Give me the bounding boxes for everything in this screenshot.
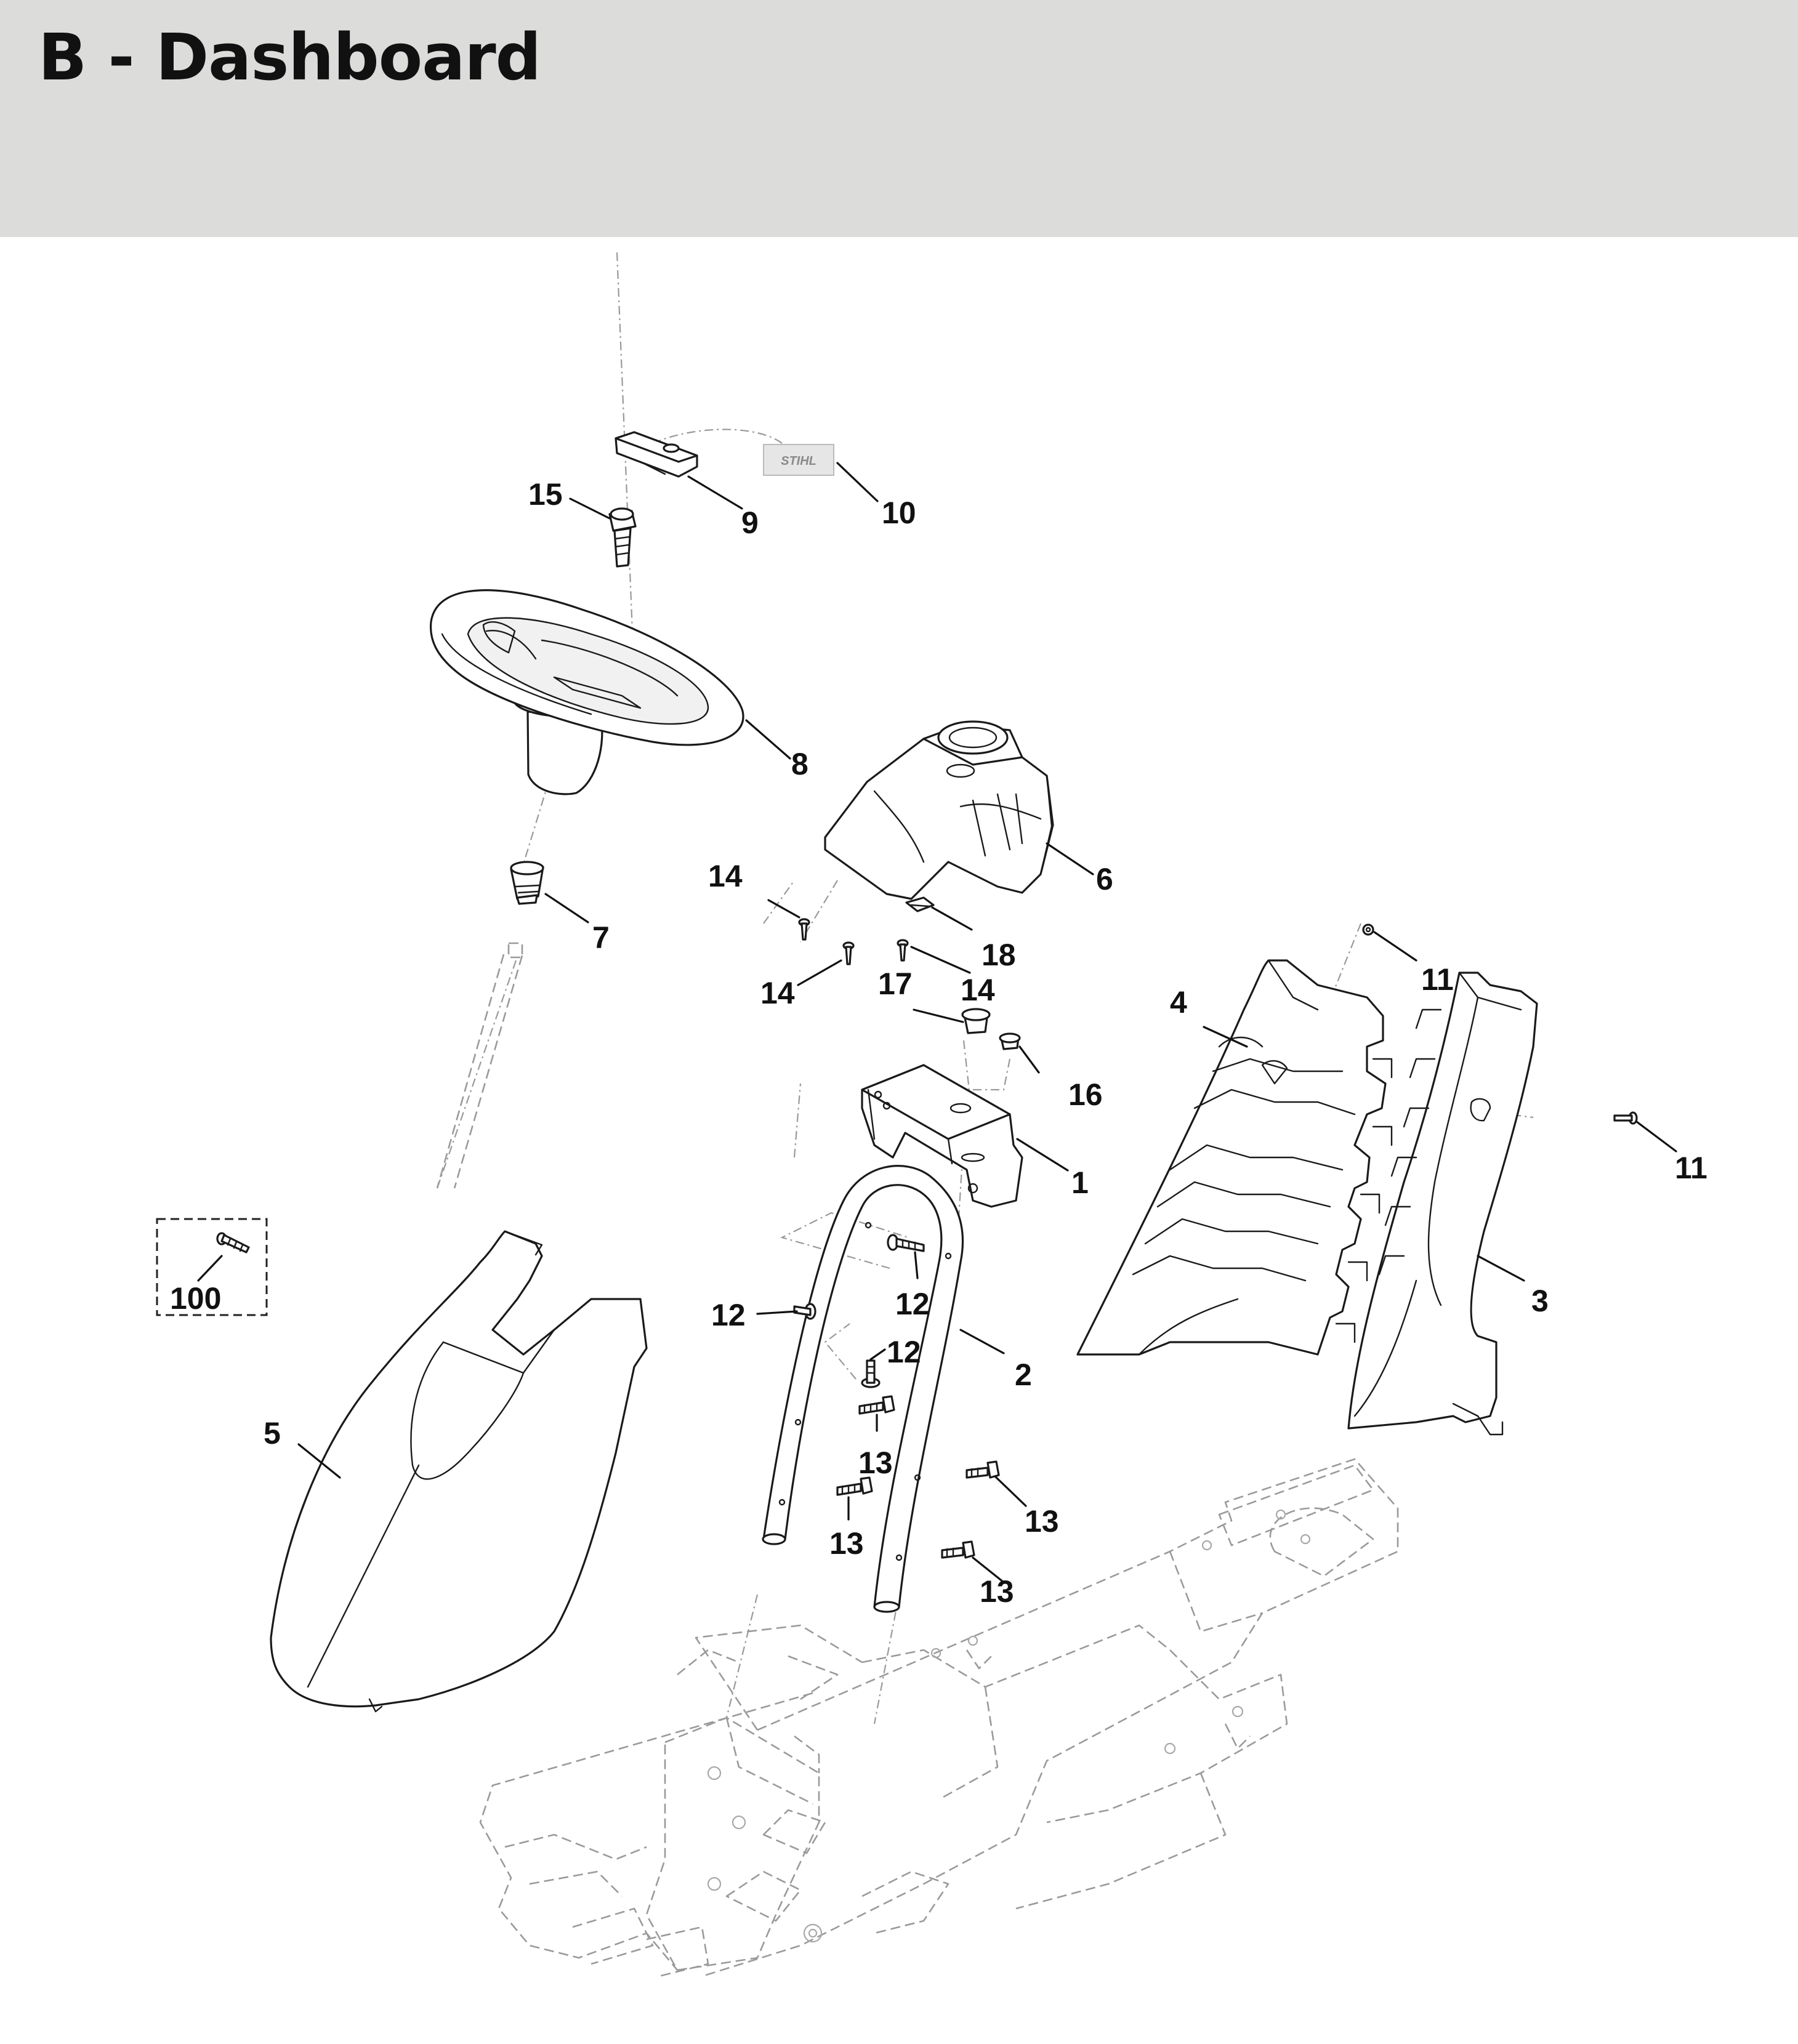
callout-8: 8 <box>791 747 808 781</box>
bolt-13-c <box>966 1460 1000 1479</box>
steering-support-tube <box>762 1165 964 1613</box>
callout-13b: 13 <box>829 1526 864 1561</box>
callout-100: 100 <box>170 1281 221 1316</box>
bolt-12-c <box>861 1359 881 1388</box>
kit-box <box>156 1218 268 1316</box>
callout-2: 2 <box>1015 1358 1032 1392</box>
callout-16: 16 <box>1068 1077 1103 1112</box>
callout-13a: 13 <box>858 1446 893 1480</box>
steering-bushing <box>510 861 544 905</box>
stihl-decal: STIHL <box>763 444 834 476</box>
callout-11a: 11 <box>1421 962 1454 997</box>
callout-14a: 14 <box>708 859 743 893</box>
callout-9: 9 <box>741 505 759 540</box>
callout-12b: 12 <box>895 1287 930 1321</box>
wheel-bolt <box>608 507 637 568</box>
callout-13c: 13 <box>1025 1504 1059 1539</box>
screw-14-a <box>798 918 810 941</box>
callout-15: 15 <box>528 477 563 512</box>
header-bar: B - Dashboard <box>0 0 1798 237</box>
screw-14-c <box>897 939 909 962</box>
callout-11b: 11 <box>1675 1151 1707 1185</box>
callout-14c: 14 <box>961 973 995 1007</box>
callout-18: 18 <box>982 938 1016 972</box>
steering-wheel-cap <box>615 431 698 478</box>
callout-7: 7 <box>592 920 610 955</box>
right-side-panel <box>1347 972 1538 1436</box>
callout-17: 17 <box>878 967 913 1001</box>
callout-13d: 13 <box>980 1574 1014 1609</box>
screw-14-b <box>842 941 855 965</box>
callout-3: 3 <box>1531 1284 1549 1318</box>
callout-6: 6 <box>1096 862 1113 896</box>
steering-column-bracket <box>861 1064 1023 1208</box>
callout-1: 1 <box>1071 1165 1089 1200</box>
leader-lines <box>197 462 1677 1583</box>
left-side-panel <box>1076 959 1393 1356</box>
callout-14b: 14 <box>760 976 795 1010</box>
bolt-12-a <box>887 1234 925 1252</box>
bolt-13-b <box>836 1476 873 1496</box>
callout-12a: 12 <box>711 1298 746 1332</box>
bolt-13-d <box>941 1540 975 1559</box>
page-title: B - Dashboard <box>38 20 541 95</box>
screw-11-a <box>1362 923 1374 936</box>
bushing-17 <box>961 1008 991 1034</box>
steering-shaft <box>436 942 523 1189</box>
chassis-frame <box>479 1458 1399 1978</box>
callout-10: 10 <box>882 496 916 530</box>
screw-11-b <box>1613 1111 1638 1125</box>
clip <box>905 896 935 912</box>
front-cover <box>270 1230 648 1713</box>
decal-text: STIHL <box>781 454 816 468</box>
bolt-12-b <box>793 1303 816 1320</box>
callout-4: 4 <box>1170 985 1187 1020</box>
callout-labels: 1 2 3 4 5 6 7 8 9 10 11 11 12 12 12 13 1… <box>170 477 1707 1609</box>
steering-column-cover <box>824 720 1054 900</box>
callout-5: 5 <box>264 1416 281 1451</box>
callout-12c: 12 <box>887 1335 921 1369</box>
bolt-13-a <box>858 1395 895 1415</box>
bushing-16 <box>999 1032 1021 1050</box>
steering-wheel <box>429 589 744 795</box>
